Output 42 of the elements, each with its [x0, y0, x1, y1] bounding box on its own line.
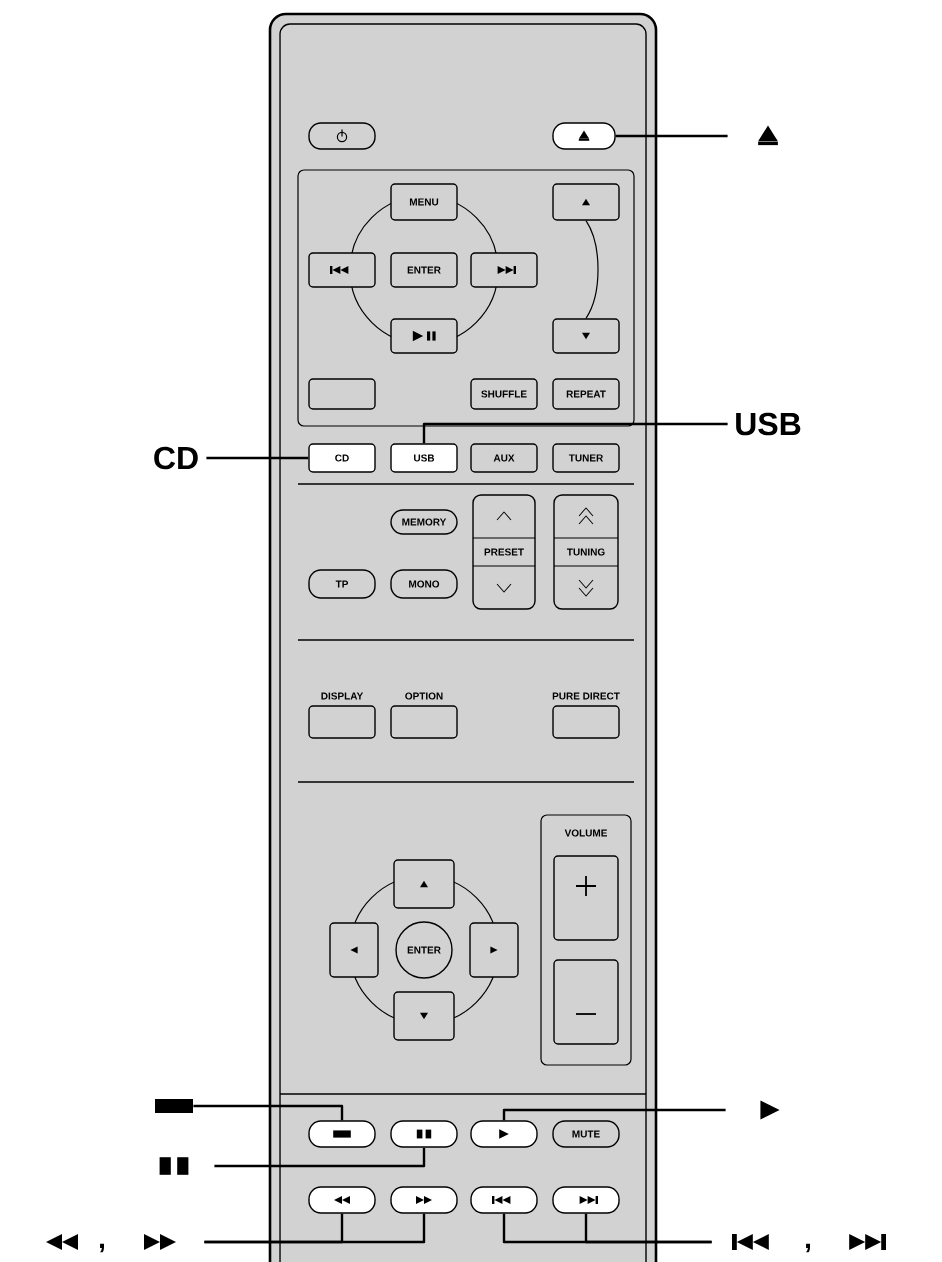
leader-line [193, 1104, 344, 1121]
leader-line [502, 1108, 726, 1121]
cursor-left-button [329, 922, 379, 978]
skip-forward-button [470, 252, 538, 288]
cursor-right-button [469, 922, 519, 978]
play-button [470, 1120, 538, 1148]
callout-label: CD [154, 446, 198, 470]
fast-forward-button [390, 1186, 458, 1214]
callout-label: USB [736, 412, 801, 436]
volume-up-button [553, 855, 619, 941]
cursor-up-button [393, 859, 455, 909]
stop-button [308, 1120, 376, 1148]
connector-arc [585, 220, 599, 319]
comma-text: , [100, 1243, 104, 1253]
leader-line [422, 422, 728, 444]
power-button [308, 122, 376, 150]
stop-icon [155, 1099, 193, 1113]
rewind-button [308, 1186, 376, 1214]
down-button [552, 318, 620, 354]
leader-line [206, 456, 309, 460]
volume-down-button [553, 959, 619, 1045]
leader-line [584, 1213, 712, 1244]
play-pause-button [390, 318, 458, 354]
cursor-down-button [393, 991, 455, 1041]
skip-back-button [470, 1186, 538, 1214]
skip-forward-button [552, 1186, 620, 1214]
skip-back-button [308, 252, 376, 288]
pause-icon [159, 1157, 189, 1175]
eject-icon [758, 125, 778, 146]
rewind-icon [46, 1234, 78, 1250]
skip-back-icon [732, 1234, 769, 1250]
pause-button [390, 1120, 458, 1148]
skip-forward-icon [849, 1234, 886, 1250]
eject-button [552, 122, 616, 150]
fast-forward-icon [144, 1234, 176, 1250]
play-icon [760, 1100, 780, 1120]
leader-line [214, 1147, 426, 1168]
up-button [552, 183, 620, 221]
leader-line [615, 134, 728, 138]
comma-text: , [806, 1243, 810, 1253]
leader-line [204, 1213, 426, 1244]
input-button [308, 378, 376, 410]
